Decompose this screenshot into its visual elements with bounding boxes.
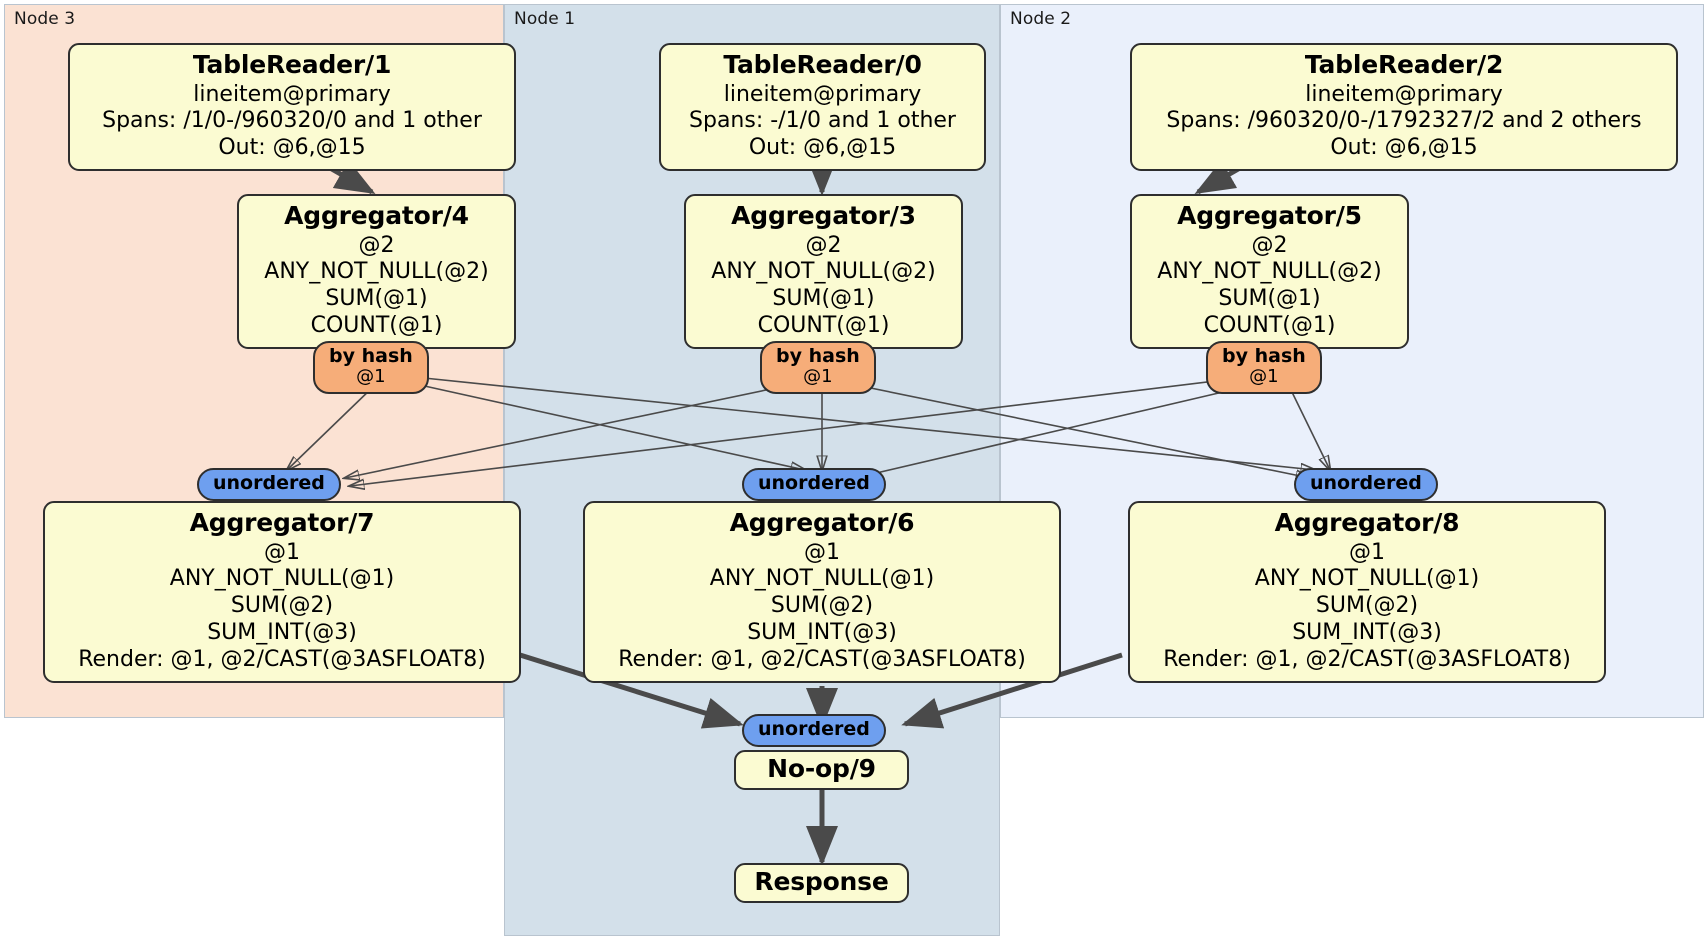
box-line: Out: @6,@15: [1330, 135, 1478, 161]
box-line: Out: @6,@15: [218, 135, 366, 161]
badge-label: by hash: [329, 345, 413, 367]
box-title: Aggregator/3: [731, 201, 916, 230]
badge-sublabel: @1: [1249, 366, 1279, 388]
box-title: No-op/9: [767, 753, 876, 783]
box-line: @1: [804, 539, 840, 565]
node-panel-label-node3: Node 3: [14, 9, 76, 29]
box-line: Render: @1, @2/CAST(@3ASFLOAT8): [618, 646, 1026, 672]
badge-label: unordered: [213, 472, 325, 494]
box-table-reader-1[interactable]: TableReader/1 lineitem@primary Spans: /1…: [68, 43, 516, 171]
box-table-reader-0[interactable]: TableReader/0 lineitem@primary Spans: -/…: [659, 43, 986, 171]
badge-sublabel: @1: [803, 366, 833, 388]
box-title: TableReader/2: [1304, 50, 1504, 79]
box-line: SUM(@1): [1218, 286, 1321, 312]
box-line: lineitem@primary: [723, 81, 922, 107]
box-title: Response: [754, 866, 889, 896]
box-line: COUNT(@1): [757, 312, 890, 338]
node-panel-label-node2: Node 2: [1010, 9, 1072, 29]
box-title: TableReader/1: [192, 50, 392, 79]
box-line: ANY_NOT_NULL(@2): [264, 259, 489, 285]
box-line: COUNT(@1): [1203, 312, 1336, 338]
box-line: Render: @1, @2/CAST(@3ASFLOAT8): [78, 646, 486, 672]
box-no-op-9[interactable]: No-op/9: [734, 750, 909, 790]
box-table-reader-2[interactable]: TableReader/2 lineitem@primary Spans: /9…: [1130, 43, 1678, 171]
box-line: @2: [1251, 232, 1288, 258]
box-title: Aggregator/4: [284, 201, 469, 230]
box-line: ANY_NOT_NULL(@2): [1157, 259, 1382, 285]
node-panel-label-node1: Node 1: [514, 9, 576, 29]
box-aggregator-6[interactable]: Aggregator/6 @1 ANY_NOT_NULL(@1) SUM(@2)…: [583, 501, 1061, 683]
box-aggregator-3[interactable]: Aggregator/3 @2 ANY_NOT_NULL(@2) SUM(@1)…: [684, 194, 963, 349]
box-line: lineitem@primary: [1305, 81, 1503, 107]
badge-unordered-center[interactable]: unordered: [742, 468, 886, 502]
box-line: @2: [805, 232, 842, 258]
box-line: lineitem@primary: [193, 81, 391, 107]
box-line: Spans: -/1/0 and 1 other: [689, 108, 956, 134]
badge-label: by hash: [776, 345, 860, 367]
box-line: @1: [264, 539, 300, 565]
box-aggregator-7[interactable]: Aggregator/7 @1 ANY_NOT_NULL(@1) SUM(@2)…: [43, 501, 521, 683]
box-line: ANY_NOT_NULL(@2): [711, 259, 936, 285]
box-title: TableReader/0: [723, 50, 922, 79]
box-line: Render: @1, @2/CAST(@3ASFLOAT8): [1163, 646, 1571, 672]
box-response[interactable]: Response: [734, 863, 909, 903]
box-line: SUM_INT(@3): [1292, 619, 1442, 645]
badge-by-hash-left[interactable]: by hash @1: [313, 341, 429, 395]
badge-unordered-left[interactable]: unordered: [197, 468, 341, 502]
box-line: SUM_INT(@3): [747, 619, 897, 645]
box-line: SUM(@2): [770, 593, 874, 619]
box-aggregator-4[interactable]: Aggregator/4 @2 ANY_NOT_NULL(@2) SUM(@1)…: [237, 194, 516, 349]
box-line: ANY_NOT_NULL(@1): [709, 566, 935, 592]
badge-label: unordered: [758, 718, 870, 740]
box-aggregator-8[interactable]: Aggregator/8 @1 ANY_NOT_NULL(@1) SUM(@2)…: [1128, 501, 1606, 683]
box-line: SUM(@1): [325, 286, 428, 312]
box-line: Spans: /1/0-/960320/0 and 1 other: [102, 108, 482, 134]
badge-label: unordered: [758, 472, 870, 494]
box-line: COUNT(@1): [310, 312, 443, 338]
box-line: Out: @6,@15: [748, 135, 897, 161]
box-aggregator-5[interactable]: Aggregator/5 @2 ANY_NOT_NULL(@2) SUM(@1)…: [1130, 194, 1409, 349]
badge-unordered-right[interactable]: unordered: [1294, 468, 1438, 502]
box-title: Aggregator/6: [729, 508, 915, 537]
badge-label: by hash: [1222, 345, 1306, 367]
box-line: @2: [358, 232, 395, 258]
box-title: Aggregator/8: [1274, 508, 1460, 537]
badge-sublabel: @1: [356, 366, 386, 388]
box-line: ANY_NOT_NULL(@1): [1254, 566, 1480, 592]
box-line: @1: [1349, 539, 1385, 565]
badge-label: unordered: [1310, 472, 1422, 494]
badge-by-hash-right[interactable]: by hash @1: [1206, 341, 1322, 395]
badge-unordered-final[interactable]: unordered: [742, 714, 886, 748]
box-title: Aggregator/5: [1177, 201, 1362, 230]
box-line: SUM(@2): [1315, 593, 1419, 619]
box-title: Aggregator/7: [189, 508, 375, 537]
box-line: Spans: /960320/0-/1792327/2 and 2 others: [1166, 108, 1642, 134]
box-line: SUM(@1): [772, 286, 875, 312]
box-line: SUM_INT(@3): [207, 619, 357, 645]
box-line: SUM(@2): [230, 593, 334, 619]
badge-by-hash-center[interactable]: by hash @1: [760, 341, 876, 395]
box-line: ANY_NOT_NULL(@1): [169, 566, 395, 592]
